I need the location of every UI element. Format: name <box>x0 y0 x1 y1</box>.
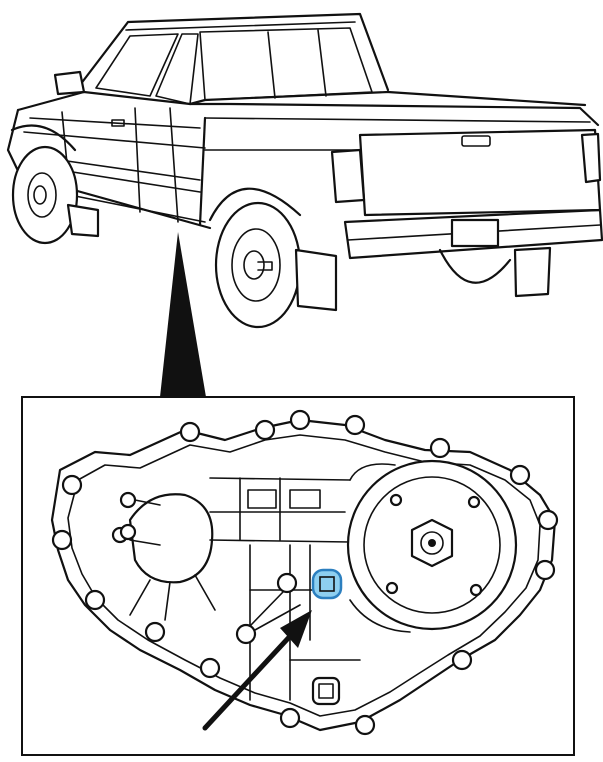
highlighted-plug <box>311 568 343 600</box>
transfer-case-icon <box>50 409 559 736</box>
output-flange <box>346 459 518 631</box>
callout-pointer <box>160 232 206 397</box>
pickup-truck-icon <box>6 12 603 329</box>
arrow-icon <box>202 610 312 731</box>
